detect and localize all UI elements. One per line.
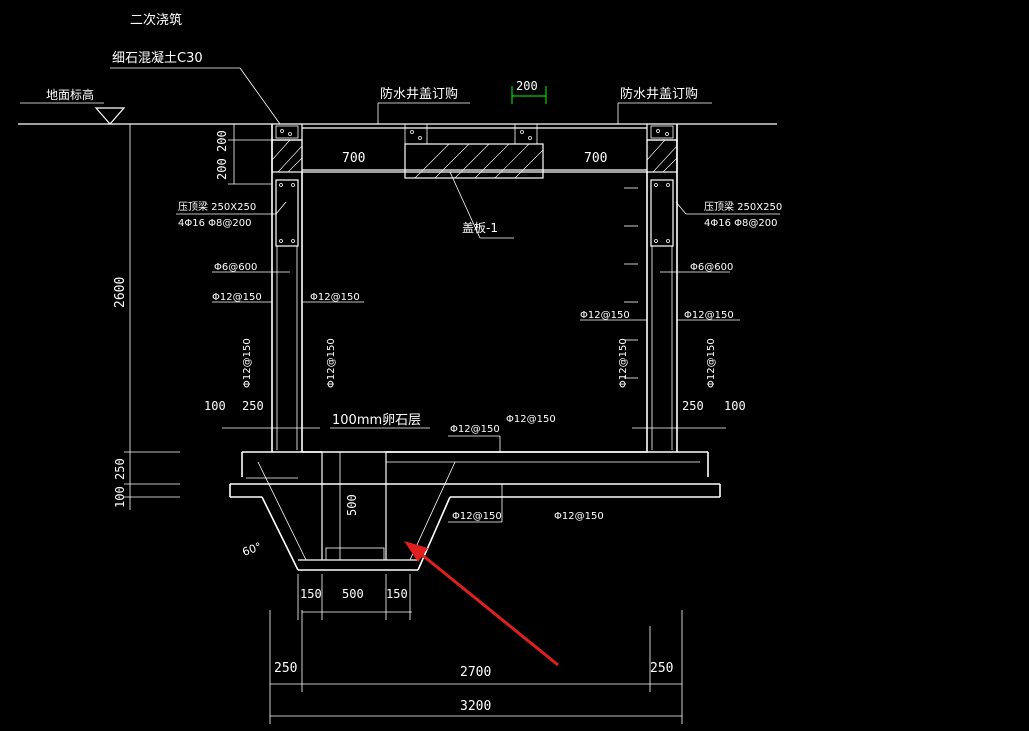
floor-top-a-label: Φ12@150: [450, 424, 500, 435]
left-outer-v-label: Φ12@150: [242, 338, 253, 388]
ground-level-label: 地面标高: [46, 87, 94, 102]
height-2600-dim: 2600: [113, 277, 128, 308]
span-700-left-dim: 700: [342, 151, 365, 166]
ring-beam-right-rebar: 4Φ16 Φ8@200: [704, 218, 777, 229]
leader-lines: [20, 67, 780, 523]
manhole-walls: [271, 124, 678, 452]
bottom-250-right-dim: 250: [650, 661, 673, 676]
right-inner-v-label: Φ12@150: [618, 338, 629, 388]
angle-label: 60°: [241, 540, 264, 559]
floor-bot-a-label: Φ12@150: [452, 511, 502, 522]
right-outer-v-label: Φ12@150: [706, 338, 717, 388]
right-250-dim: 250: [682, 399, 704, 413]
waterproof-cover-left-label: 防水井盖订购: [380, 86, 458, 102]
right-outer-h-label: Φ12@150: [684, 310, 734, 321]
left-outer-h-label: Φ12@150: [212, 292, 262, 303]
right-100-dim: 100: [724, 399, 746, 413]
pit-500-v-dim: 500: [345, 494, 359, 516]
base-250-dim: 250: [113, 458, 127, 480]
left-100-dim: 100: [204, 399, 226, 413]
right-tie-label: Φ6@600: [690, 262, 733, 273]
ring-beam-right-label: 压顶梁 250X250: [704, 200, 782, 213]
left-inner-v-label: Φ12@150: [326, 338, 337, 388]
pit-150-left-dim: 150: [300, 587, 322, 601]
left-tie-label: Φ6@600: [214, 262, 257, 273]
waterproof-cover-right-label: 防水井盖订购: [620, 86, 698, 102]
ring-beams: [275, 179, 674, 247]
ground-line: [18, 107, 777, 125]
left-inner-h-label: Φ12@150: [310, 292, 360, 303]
top-cap-hatch: [271, 125, 678, 173]
opening-200-dim: 200: [516, 79, 538, 93]
floor-top-b-label: Φ12@150: [506, 414, 556, 425]
span-700-right-dim: 700: [584, 151, 607, 166]
floor-bot-b-label: Φ12@150: [554, 511, 604, 522]
gravel-layer-label: 100mm卵石层: [332, 413, 421, 428]
top-200b-dim: 200: [215, 158, 229, 180]
left-250-dim: 250: [242, 399, 264, 413]
bottom-3200-dim: 3200: [460, 699, 491, 714]
pit-150-right-dim: 150: [386, 587, 408, 601]
cover-slab-label: 盖板-1: [462, 221, 498, 235]
top-200a-dim: 200: [215, 130, 229, 152]
wall-rebar-lines: [276, 187, 673, 450]
fine-concrete-label: 细石混凝土C30: [112, 50, 203, 66]
ring-beam-left-rebar: 4Φ16 Φ8@200: [178, 218, 251, 229]
bottom-2700-dim: 2700: [460, 665, 491, 680]
cover-slab: [404, 123, 544, 179]
opening-dimension: [511, 86, 547, 104]
base-slab: [229, 451, 721, 571]
secondary-pour-label: 二次浇筑: [130, 12, 182, 28]
base-100-dim: 100: [113, 486, 127, 508]
ring-beam-left-label: 压顶梁 250X250: [178, 200, 256, 213]
right-inner-h-label: Φ12@150: [580, 310, 630, 321]
pit-500-dim: 500: [342, 587, 364, 601]
bottom-250-left-dim: 250: [274, 661, 297, 676]
dimension-lines: [124, 124, 726, 724]
red-arrow: [404, 541, 559, 667]
